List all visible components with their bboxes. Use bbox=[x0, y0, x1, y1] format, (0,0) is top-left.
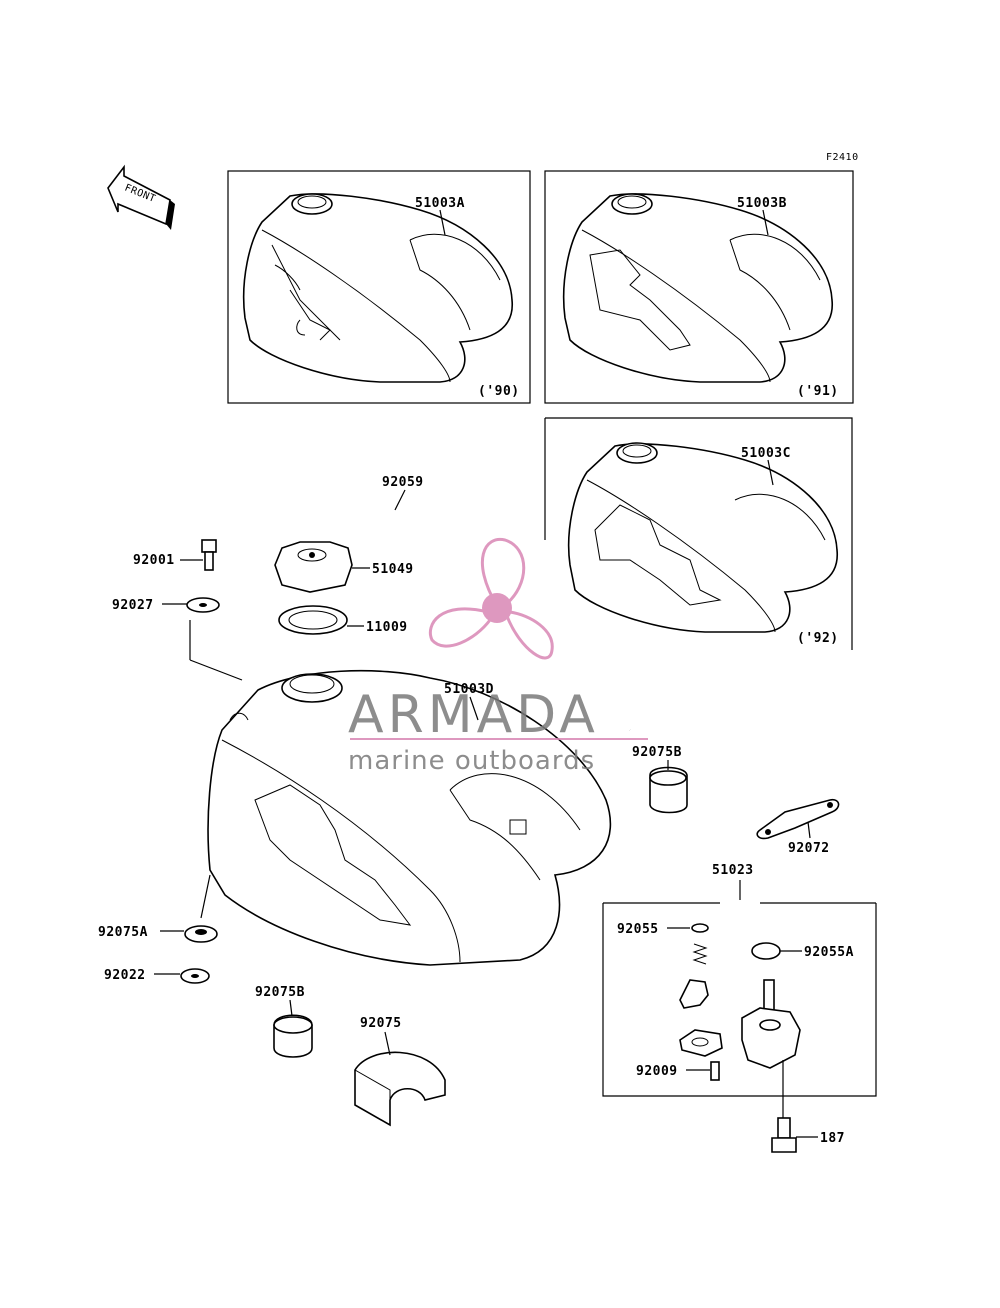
label-11009: 11009 bbox=[366, 620, 408, 635]
label-51023: 51023 bbox=[712, 863, 754, 878]
label-92075B-right: 92075B bbox=[632, 745, 682, 760]
washer-92022: 92022 bbox=[104, 968, 210, 984]
propeller-logo-icon bbox=[429, 537, 554, 660]
label-92022: 92022 bbox=[104, 968, 146, 983]
gasket-plate bbox=[679, 1029, 723, 1057]
bolt-187: 187 bbox=[771, 1060, 845, 1153]
front-arrow-icon: FRONT bbox=[107, 164, 175, 230]
o-ring-92055: 92055 bbox=[617, 922, 709, 937]
watermark-tagline: marine outboards bbox=[348, 746, 595, 776]
tank-b-drawing bbox=[562, 193, 833, 383]
label-92055: 92055 bbox=[617, 922, 659, 937]
bracket-92072: 92072 bbox=[756, 798, 840, 856]
label-92009: 92009 bbox=[636, 1064, 678, 1079]
label-92055A: 92055A bbox=[804, 945, 854, 960]
fuel-cock-assembly-51023: 51023 92055 92055A 920 bbox=[602, 863, 877, 1097]
panel-tank-c: 51003C ('92) bbox=[544, 417, 853, 650]
breather-tube: 92059 bbox=[305, 468, 632, 733]
panel-tank-a: 51003A ('90) bbox=[227, 170, 531, 404]
year-tank-c: ('92) bbox=[797, 631, 839, 646]
label-92075B-left: 92075B bbox=[255, 985, 305, 1000]
tank-a-drawing bbox=[242, 193, 513, 383]
label-92075: 92075 bbox=[360, 1016, 402, 1031]
spring bbox=[692, 943, 708, 965]
label-92072: 92072 bbox=[788, 841, 830, 856]
label-92001: 92001 bbox=[133, 553, 175, 568]
main-tank-51003D: 51003D bbox=[207, 669, 612, 966]
label-51049: 51049 bbox=[372, 562, 414, 577]
lever bbox=[679, 979, 709, 1009]
label-92027: 92027 bbox=[112, 598, 154, 613]
damper-92075: 92075 bbox=[354, 1016, 446, 1127]
gasket-11009: 11009 bbox=[278, 605, 408, 635]
damper-92075B-right: 92075B bbox=[632, 745, 688, 814]
bolt-92001: 92001 bbox=[133, 539, 217, 571]
fuel-cap-51049: 51049 bbox=[274, 541, 414, 593]
damper-92075B-left: 92075B bbox=[255, 985, 313, 1058]
tank-c-drawing bbox=[567, 442, 838, 633]
label-51003C: 51003C bbox=[741, 446, 791, 461]
damper-92075A: 92075A bbox=[98, 874, 218, 943]
label-51003A: 51003A bbox=[415, 196, 465, 211]
year-tank-b: ('91) bbox=[797, 384, 839, 399]
washer-92027: 92027 bbox=[112, 597, 243, 681]
o-ring-92055A: 92055A bbox=[751, 942, 854, 960]
label-51003D: 51003D bbox=[444, 682, 494, 697]
year-tank-a: ('90) bbox=[478, 384, 520, 399]
watermark-brand: ARMADA bbox=[348, 685, 599, 745]
figure-code: F2410 bbox=[826, 152, 859, 163]
watermark: ARMADA marine outboards bbox=[348, 537, 648, 776]
cock-body bbox=[741, 979, 801, 1069]
label-92059: 92059 bbox=[382, 475, 424, 490]
panel-tank-b: 51003B ('91) bbox=[544, 170, 854, 404]
label-92075A: 92075A bbox=[98, 925, 148, 940]
label-51003B: 51003B bbox=[737, 196, 787, 211]
label-187: 187 bbox=[820, 1131, 845, 1146]
screw-92009: 92009 bbox=[636, 1061, 720, 1081]
